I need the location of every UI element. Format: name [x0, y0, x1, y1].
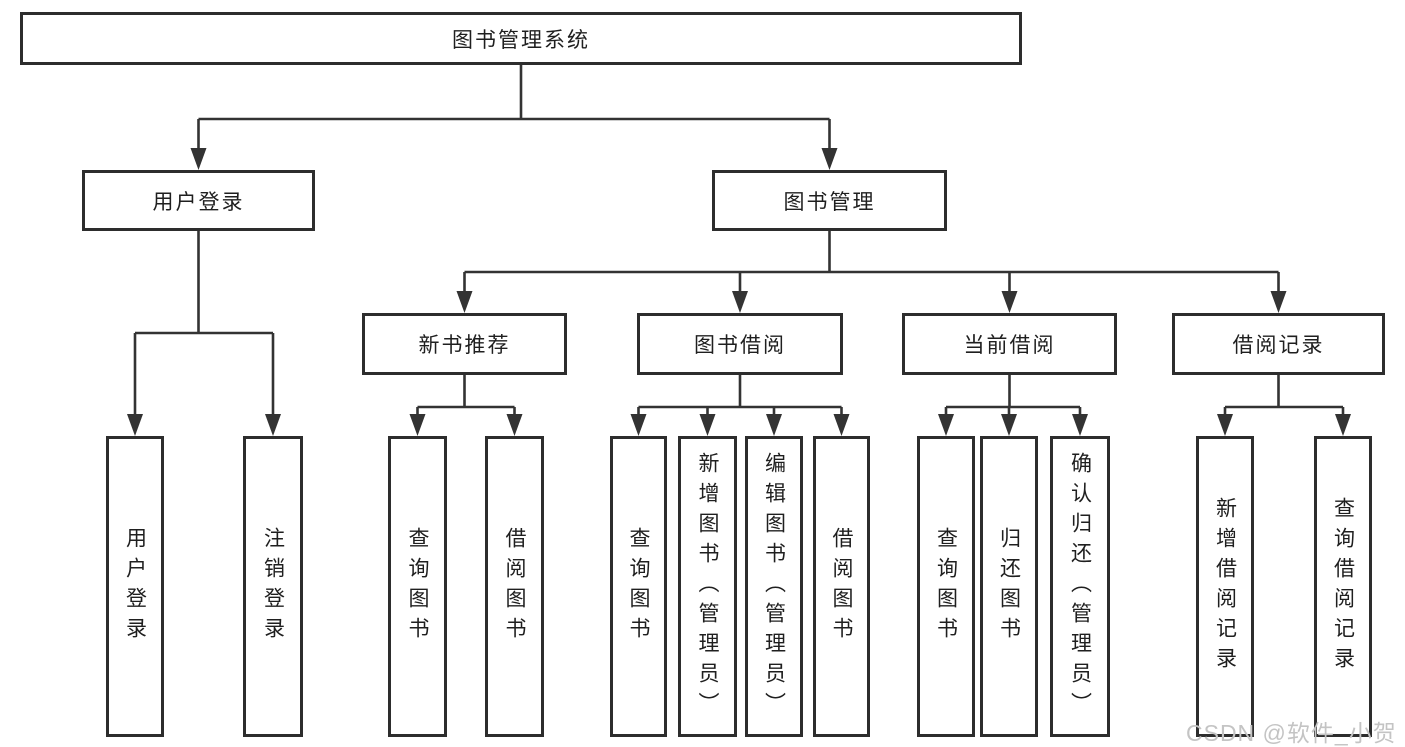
leaf-label: 用户登录: [123, 526, 147, 647]
node-borrow-records-label: 借阅记录: [1232, 334, 1325, 357]
leaf-label: 新增借阅记录: [1213, 496, 1237, 677]
leaf-borrow-query-books: 查询图书: [610, 436, 667, 737]
node-borrow-records: 借阅记录: [1172, 313, 1385, 375]
node-user-login-label: 用户登录: [152, 190, 245, 214]
node-new-book-recommend-label: 新书推荐: [418, 334, 511, 357]
leaf-label: 归还图书: [997, 526, 1021, 647]
leaf-borrow-edit-books-admin: 编辑图书（管理员）: [745, 436, 803, 737]
leaf-borrow-add-books-admin: 新增图书（管理员）: [678, 436, 737, 737]
leaf-label: 确认归还（管理员）: [1068, 451, 1092, 722]
node-root-label: 图书管理系统: [452, 28, 590, 52]
leaf-current-return-books: 归还图书: [980, 436, 1038, 737]
leaf-label: 编辑图书（管理员）: [762, 451, 786, 722]
watermark: CSDN @软件_小贺同学: [1186, 720, 1397, 746]
leaf-label: 借阅图书: [503, 526, 526, 647]
leaf-user-login-login: 用户登录: [106, 436, 164, 737]
leaf-current-query-books: 查询图书: [917, 436, 975, 737]
node-book-borrow-label: 图书借阅: [694, 334, 786, 357]
leaf-label: 借阅图书: [830, 526, 853, 647]
leaf-label: 注销登录: [261, 526, 285, 647]
leaf-records-query-record: 查询借阅记录: [1314, 436, 1372, 737]
leaf-user-login-logout: 注销登录: [243, 436, 303, 737]
leaf-records-add-record: 新增借阅记录: [1196, 436, 1254, 737]
node-current-borrow-label: 当前借阅: [963, 334, 1056, 357]
leaf-label: 新增图书（管理员）: [696, 451, 719, 722]
node-user-login: 用户登录: [82, 170, 315, 231]
leaf-label: 查询图书: [406, 526, 429, 647]
leaf-newbook-query-books: 查询图书: [388, 436, 447, 737]
leaf-current-confirm-return-admin: 确认归还（管理员）: [1050, 436, 1110, 737]
leaf-label: 查询图书: [934, 526, 958, 647]
node-book-borrow: 图书借阅: [637, 313, 843, 375]
node-book-management-label: 图书管理: [783, 190, 876, 214]
leaf-newbook-borrow-books: 借阅图书: [485, 436, 544, 737]
leaf-label: 查询借阅记录: [1331, 496, 1355, 677]
leaf-label: 查询图书: [627, 526, 650, 647]
node-current-borrow: 当前借阅: [902, 313, 1117, 375]
node-new-book-recommend: 新书推荐: [362, 313, 567, 375]
leaf-borrow-borrow-books: 借阅图书: [813, 436, 870, 737]
node-root: 图书管理系统: [20, 12, 1022, 65]
node-book-management: 图书管理: [712, 170, 947, 231]
